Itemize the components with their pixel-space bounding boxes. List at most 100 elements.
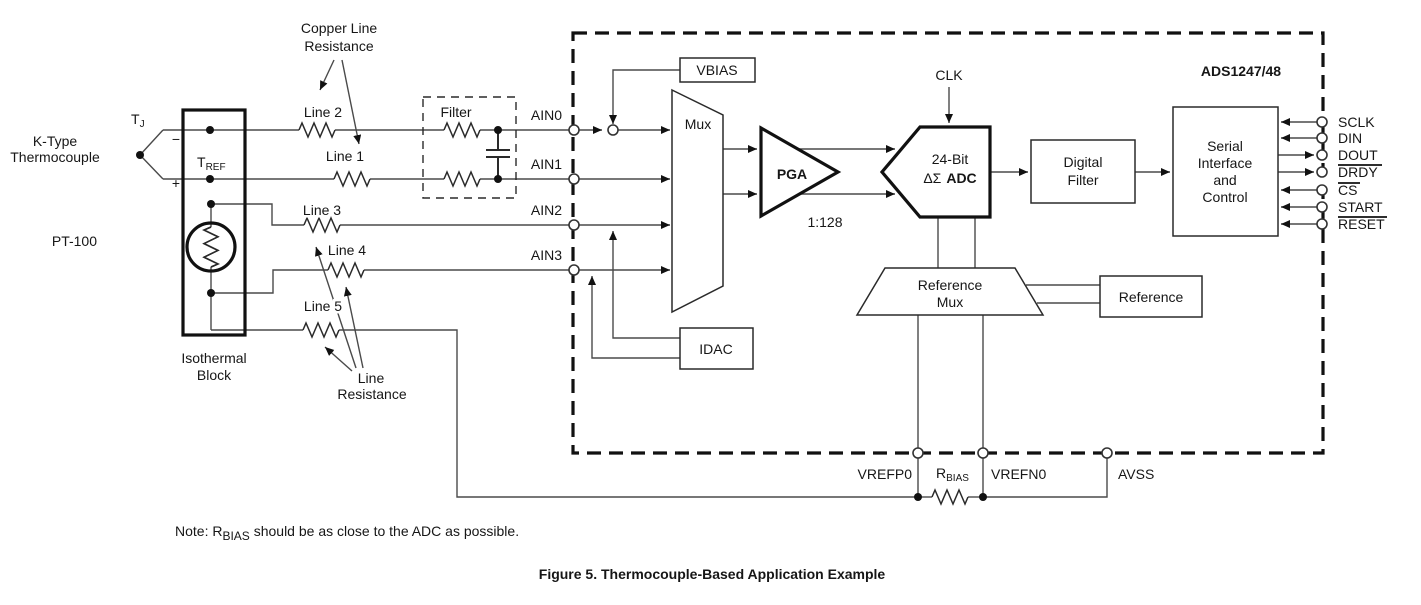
serial-label-4: Control xyxy=(1202,189,1247,205)
resistor-line4 xyxy=(327,261,365,279)
clk-label: CLK xyxy=(935,67,963,83)
refmux-label-2: Mux xyxy=(937,294,963,310)
pin-label-reset: RESET xyxy=(1338,216,1385,232)
adc-block xyxy=(879,125,992,219)
sclk-terminal xyxy=(1316,116,1328,128)
capacitor xyxy=(486,130,510,179)
copper-line-res-label-2: Resistance xyxy=(304,38,373,54)
line3-label: Line 3 xyxy=(303,202,341,218)
refmux-label-1: Reference xyxy=(918,277,983,293)
ain2-terminal xyxy=(568,219,580,231)
avss-label: AVSS xyxy=(1118,466,1154,482)
diagram-text: TJ − + K-Type Thermocouple TREF PT-100 I… xyxy=(10,20,1385,582)
ain2-label: AIN2 xyxy=(531,202,562,218)
pin-label-dout: DOUT xyxy=(1338,147,1378,163)
pin-label-start: START xyxy=(1338,199,1383,215)
pin-overlines xyxy=(1338,164,1387,218)
line4-label: Line 4 xyxy=(328,242,366,258)
resistor-line3 xyxy=(303,216,341,234)
line-res-label-2: Resistance xyxy=(337,386,406,402)
copper-line-res-label-1: Copper Line xyxy=(301,20,377,36)
resistor-rbias xyxy=(931,488,969,506)
reference-mux-block xyxy=(855,267,1045,316)
pt100-body xyxy=(185,221,237,273)
pin-label-din: DIN xyxy=(1338,130,1362,146)
ktype-label-2: Thermocouple xyxy=(10,149,100,165)
pin-label-drdy: DRDY xyxy=(1338,164,1378,180)
wires xyxy=(139,69,1317,498)
blocks xyxy=(671,57,1279,370)
digital-filter-label-1: Digital xyxy=(1064,154,1103,170)
ain3-terminal xyxy=(568,264,580,276)
dout-terminal xyxy=(1316,149,1328,161)
vrefn0-terminal xyxy=(977,447,989,459)
serial-interface-block xyxy=(1172,106,1279,237)
pga-block xyxy=(759,125,842,219)
vbias-label: VBIAS xyxy=(696,62,737,78)
pin-terminals xyxy=(568,116,1328,459)
mux-block xyxy=(671,88,724,314)
tref-label: TREF xyxy=(197,154,226,173)
reset-terminal xyxy=(1316,218,1328,230)
plus-sign: + xyxy=(172,175,180,191)
mux-label: Mux xyxy=(685,116,711,132)
junction-dots xyxy=(136,126,987,501)
pin-label-sclk: SCLK xyxy=(1338,114,1375,130)
resistor-line1 xyxy=(333,170,371,188)
ain0-terminal xyxy=(568,124,580,136)
note-text: Note: RBIAS should be as close to the AD… xyxy=(175,523,519,543)
din-terminal xyxy=(1316,132,1328,144)
reference-block xyxy=(1099,275,1203,318)
rbias-label: RBIAS xyxy=(936,465,969,484)
idac-label: IDAC xyxy=(699,341,732,357)
tj-label: TJ xyxy=(131,111,145,130)
ktype-label-1: K-Type xyxy=(33,133,78,149)
minus-sign: − xyxy=(172,131,180,147)
line2-label: Line 2 xyxy=(304,104,342,120)
resistor-line2 xyxy=(298,121,336,139)
resistor-filter-bottom xyxy=(443,170,481,188)
ain1-label: AIN1 xyxy=(531,156,562,172)
resistor-filter-top xyxy=(443,121,481,139)
chip-title: ADS1247/48 xyxy=(1201,63,1281,79)
vrefp0-label: VREFP0 xyxy=(858,466,913,482)
figure-caption: Figure 5. Thermocouple-Based Application… xyxy=(539,566,886,582)
isothermal-block xyxy=(181,108,247,337)
pga-label: PGA xyxy=(777,166,807,182)
pin-label-cs: CS xyxy=(1338,182,1357,198)
vrefp0-terminal xyxy=(912,447,924,459)
pga-ratio-label: 1:128 xyxy=(807,214,842,230)
drdy-terminal xyxy=(1316,166,1328,178)
vrefn0-label: VREFN0 xyxy=(991,466,1046,482)
resistor-pt100-over xyxy=(202,226,220,268)
vbias-block xyxy=(679,57,756,83)
serial-label-1: Serial xyxy=(1207,138,1243,154)
pt100-label: PT-100 xyxy=(52,233,97,249)
line-res-label-1: Line xyxy=(358,370,385,386)
resistor-line5 xyxy=(302,321,340,339)
vbias-node xyxy=(607,124,619,136)
line1-label: Line 1 xyxy=(326,148,364,164)
line5-label: Line 5 xyxy=(304,298,342,314)
filter-label: Filter xyxy=(440,104,471,120)
adc-label-1: 24-Bit xyxy=(932,151,969,167)
isothermal-label-2: Block xyxy=(197,367,232,383)
serial-label-3: and xyxy=(1213,172,1236,188)
ain0-label: AIN0 xyxy=(531,107,562,123)
idac-block xyxy=(679,327,754,370)
thermocouple-junction-dot xyxy=(136,151,144,159)
digital-filter-block xyxy=(1030,139,1136,204)
reference-label: Reference xyxy=(1119,289,1184,305)
chip-boundary xyxy=(571,31,1325,455)
cs-terminal xyxy=(1316,184,1328,196)
serial-label-2: Interface xyxy=(1198,155,1253,171)
start-terminal xyxy=(1316,201,1328,213)
filter-box xyxy=(422,96,517,199)
leader-arrows xyxy=(315,59,364,372)
ain3-label: AIN3 xyxy=(531,247,562,263)
digital-filter-label-2: Filter xyxy=(1067,172,1098,188)
avss-terminal xyxy=(1101,447,1113,459)
